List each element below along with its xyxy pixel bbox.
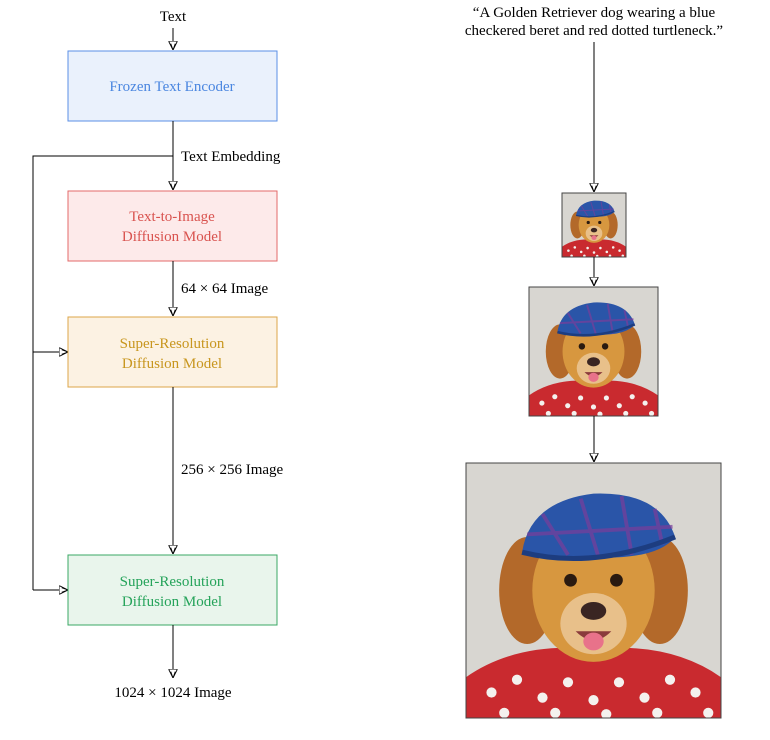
frozen-text-encoder-box: Frozen Text Encoder xyxy=(67,50,278,122)
res-256-label: 256 × 256 Image xyxy=(181,462,284,478)
text-to-image-box: Text-to-Image Diffusion Model xyxy=(67,190,278,262)
sr2-label-line1: Super-Resolution xyxy=(120,574,225,590)
t2i-label-line2: Diffusion Model xyxy=(122,229,222,245)
sr1-label-line2: Diffusion Model xyxy=(122,356,222,372)
sr1-label-line1: Super-Resolution xyxy=(120,336,225,352)
output-image-1024 xyxy=(465,462,722,719)
text-embedding-label: Text Embedding xyxy=(181,149,281,165)
prompt-line-1: “A Golden Retriever dog wearing a blue xyxy=(473,5,716,21)
sr2-label-line2: Diffusion Model xyxy=(122,594,222,610)
t2i-label-line1: Text-to-Image xyxy=(129,209,215,225)
super-resolution-box-2: Super-Resolution Diffusion Model xyxy=(67,554,278,626)
res-64-label: 64 × 64 Image xyxy=(181,281,269,297)
super-resolution-box-1: Super-Resolution Diffusion Model xyxy=(67,316,278,388)
output-image-64 xyxy=(561,192,627,258)
output-resolution-label: 1024 × 1024 Image xyxy=(114,685,232,701)
encoder-label: Frozen Text Encoder xyxy=(109,79,234,95)
input-text-label: Text xyxy=(160,9,187,25)
output-image-256 xyxy=(528,286,659,417)
prompt-line-2: checkered beret and red dotted turtlenec… xyxy=(465,23,723,39)
embedding-branch-line xyxy=(32,155,173,590)
